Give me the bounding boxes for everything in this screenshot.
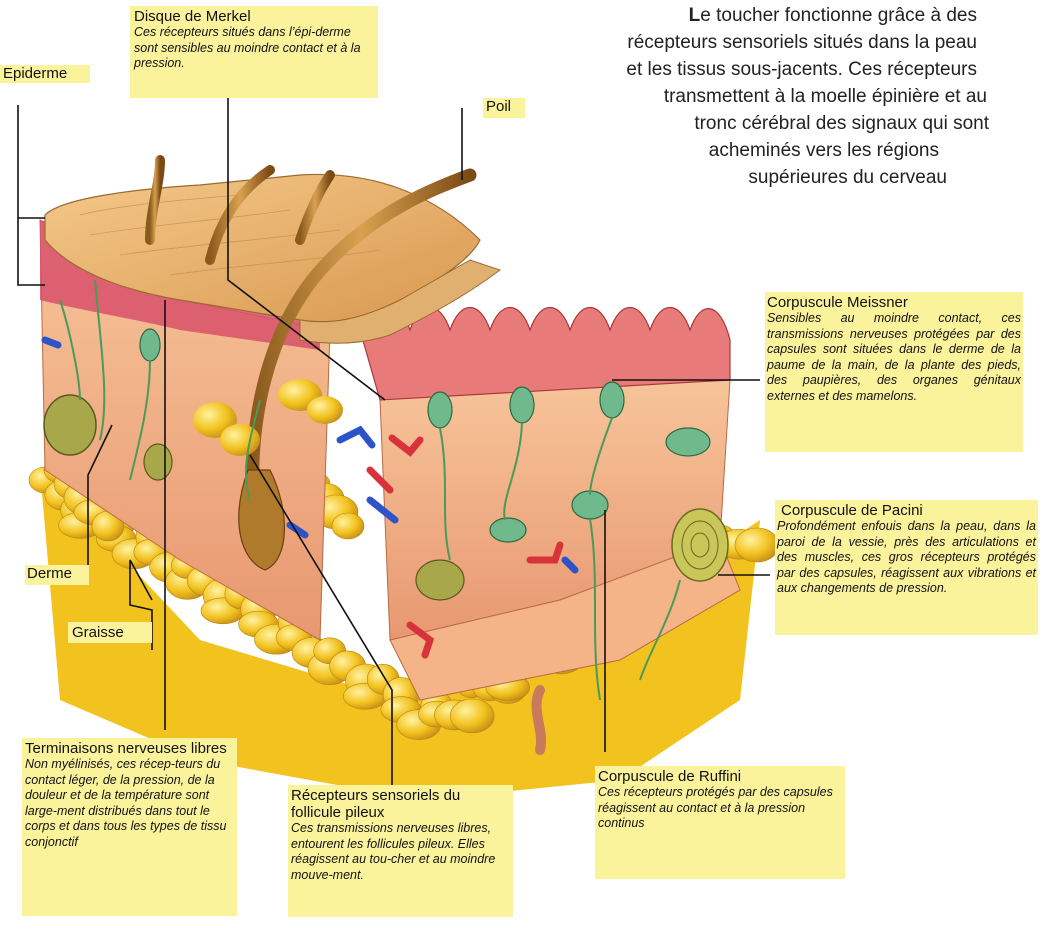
label-pacini: Corpuscule de Pacini Profondément enfoui… <box>775 500 1038 635</box>
ruffini-title: Corpuscule de Ruffini <box>598 768 842 785</box>
intro-line-1: Le toucher fonctionne grâce à des <box>417 2 977 29</box>
follicule-desc: Ces transmissions nerveuses libres, ento… <box>291 821 510 883</box>
intro-line-2: récepteurs sensoriels situés dans la pea… <box>417 29 977 56</box>
merkel-title: Disque de Merkel <box>134 8 374 25</box>
pacini-desc: Profondément enfouis dans la peau, dans … <box>777 519 1036 597</box>
follicule-title: Récepteurs sensoriels du follicule pileu… <box>291 787 510 821</box>
ruffini-desc: Ces récepteurs protégés par des capsules… <box>598 785 842 832</box>
label-graisse-text: Graisse <box>68 622 152 641</box>
meissner-desc: Sensibles au moindre contact, ces transm… <box>767 311 1021 404</box>
fat-globule <box>735 528 779 562</box>
terminaisons-title: Terminaisons nerveuses libres <box>25 740 234 757</box>
label-follicule: Récepteurs sensoriels du follicule pileu… <box>288 785 513 917</box>
intro-line-7: supérieures du cerveau <box>417 164 947 191</box>
terminaisons-desc: Non myélinisés, ces récep-teurs du conta… <box>25 757 234 850</box>
label-epiderme-text: Epiderme <box>0 65 90 82</box>
pacini-title: Corpuscule de Pacini <box>777 502 1036 519</box>
intro-line-1-rest: e toucher fonctionne grâce à des <box>700 5 977 26</box>
meissner-title: Corpuscule Meissner <box>767 294 1021 311</box>
fat-globule <box>450 699 494 733</box>
intro-drop-cap: L <box>689 5 701 26</box>
intro-line-3: et les tissus sous-jacents. Ces récepteu… <box>417 56 977 83</box>
label-meissner: Corpuscule Meissner Sensibles au moindre… <box>765 292 1023 452</box>
label-epiderme: Epiderme <box>0 65 90 83</box>
merkel-desc: Ces récepteurs situés dans l’épi-derme s… <box>134 25 374 72</box>
label-poil-text: Poil <box>483 98 525 115</box>
label-merkel: Disque de Merkel Ces récepteurs situés d… <box>130 6 378 98</box>
label-ruffini: Corpuscule de Ruffini Ces récepteurs pro… <box>595 766 845 879</box>
intro-text: Le toucher fonctionne grâce à des récept… <box>417 2 977 191</box>
intro-line-6: acheminés vers les régions <box>417 137 939 164</box>
label-derme-text: Derme <box>25 565 89 582</box>
fat-globule <box>332 513 364 539</box>
label-graisse: Graisse <box>68 622 152 643</box>
label-derme: Derme <box>25 565 89 585</box>
label-poil: Poil <box>483 98 525 118</box>
label-terminaisons: Terminaisons nerveuses libres Non myélin… <box>22 738 237 916</box>
